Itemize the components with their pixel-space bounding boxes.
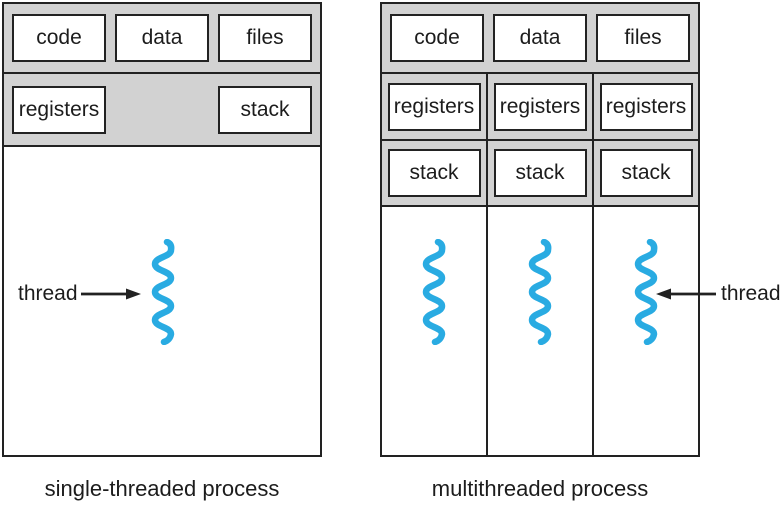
files-box: files <box>596 14 690 62</box>
stack-box: stack <box>493 149 587 197</box>
single-registers-stack-band: registers stack <box>4 74 320 147</box>
thread-columns: registers stack registers stack <box>382 74 698 455</box>
registers-box: registers <box>493 82 587 131</box>
registers-box: registers <box>387 82 481 131</box>
thread-column-3: registers stack <box>594 74 698 455</box>
stack-box: stack <box>387 149 481 197</box>
registers-box: registers <box>12 85 106 134</box>
thread-area-2 <box>488 207 592 455</box>
multithreaded-process-box: code data files registers stack <box>380 2 700 457</box>
single-threaded-process-box: code data files registers stack <box>2 2 322 457</box>
single-thread-area <box>4 147 320 455</box>
single-top-band: code data files <box>4 4 320 74</box>
thread-label-left: thread <box>18 282 78 305</box>
multithreaded-caption: multithreaded process <box>431 476 649 501</box>
arrow-left-icon <box>656 288 716 300</box>
stack-band: stack <box>594 141 698 207</box>
arrow-right-icon <box>81 288 141 300</box>
thread-label-right: thread <box>721 282 781 305</box>
code-box: code <box>12 14 106 62</box>
stack-band: stack <box>488 141 592 207</box>
code-box: code <box>390 14 484 62</box>
stack-box: stack <box>218 85 312 134</box>
registers-box: registers <box>599 82 693 131</box>
registers-band: registers <box>488 74 592 141</box>
thread-squiggle-icon <box>422 239 446 345</box>
data-box: data <box>115 14 209 62</box>
stack-band: stack <box>382 141 486 207</box>
thread-squiggle-icon <box>151 239 175 345</box>
thread-area-3 <box>594 207 698 455</box>
files-box: files <box>218 14 312 62</box>
stack-box: stack <box>599 149 693 197</box>
single-threaded-caption: single-threaded process <box>44 476 280 501</box>
data-box: data <box>493 14 587 62</box>
thread-column-1: registers stack <box>382 74 488 455</box>
thread-column-2: registers stack <box>488 74 594 455</box>
thread-squiggle-icon <box>634 239 658 345</box>
registers-band: registers <box>382 74 486 141</box>
multi-top-band: code data files <box>382 4 698 74</box>
registers-band: registers <box>594 74 698 141</box>
thread-area-1 <box>382 207 486 455</box>
thread-squiggle-icon <box>528 239 552 345</box>
